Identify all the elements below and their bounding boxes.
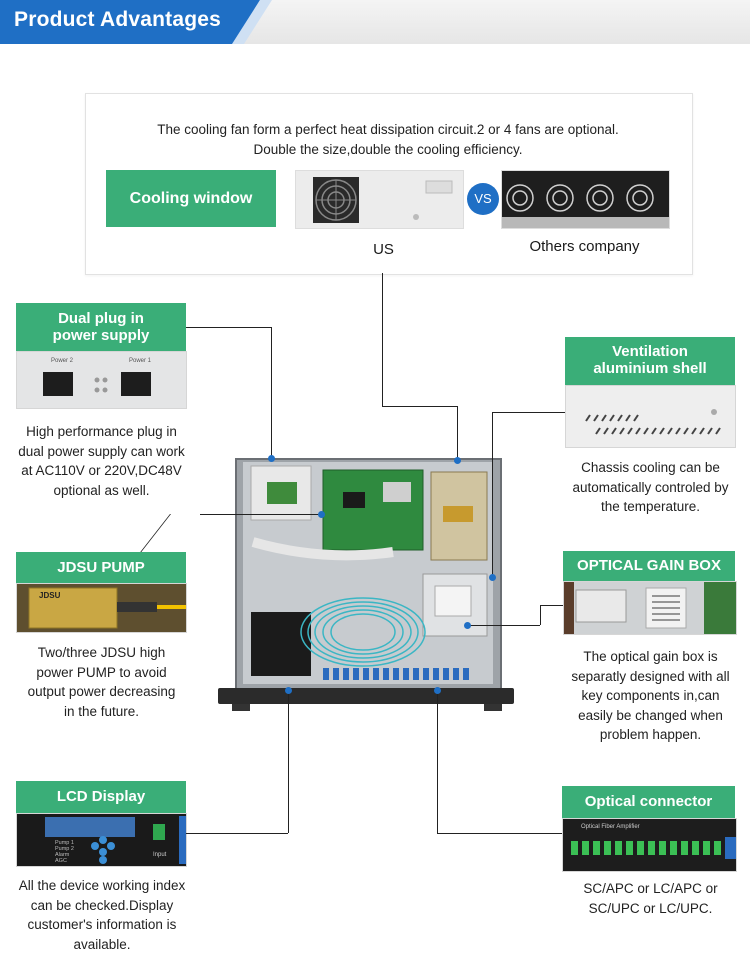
connector-dot [268, 455, 275, 462]
multi-fan-icon [502, 171, 669, 228]
gain-desc-line: key components in,can [558, 686, 743, 706]
dual-plug-title: Dual plug in power supply [16, 303, 186, 351]
connector-line [492, 412, 493, 577]
connector-dot [464, 622, 471, 629]
lcd-display-description: All the device working index can be chec… [2, 876, 202, 954]
dual-plug-description: High performance plug in dual power supp… [4, 422, 199, 500]
connector-line [492, 412, 565, 413]
optical-connector-title: Optical connector [562, 786, 735, 818]
connector-line [140, 514, 171, 552]
ventilation-title: Ventilation aluminium shell [565, 337, 735, 385]
lcd-desc-line: can be checked.Display [2, 896, 202, 916]
page-title: Product Advantages [14, 8, 221, 32]
connector-line [457, 406, 458, 460]
cooling-text-line1: The cooling fan form a perfect heat diss… [85, 122, 691, 137]
gain-desc-line: separatly designed with all [558, 667, 743, 687]
connector-line [540, 605, 563, 606]
jdsu-desc-line: power PUMP to avoid [4, 663, 199, 683]
dual-plug-desc-line: at AC110V or 220V,DC48V [4, 461, 199, 481]
ventilation-title-line2: aluminium shell [565, 360, 735, 377]
optical-connector-photo: Optical Fiber Amplifier [562, 818, 737, 872]
dual-plug-title-line2: power supply [16, 327, 186, 344]
connector-line [200, 514, 320, 515]
internal-components-illustration [243, 462, 493, 684]
device-internals [243, 462, 493, 684]
ventilation-photo [565, 385, 736, 448]
connector-dot [285, 687, 292, 694]
cooling-text-line2: Double the size,double the cooling effic… [85, 142, 691, 157]
connector-line [382, 406, 457, 407]
jdsu-pump-photo: JDSU [16, 583, 187, 633]
lcd-desc-line: available. [2, 935, 202, 954]
connector-line [186, 833, 288, 834]
lcd-display-photo: Pump 1 Pump 2 Alarm AGC Input [16, 813, 187, 867]
front-panel [218, 688, 514, 704]
ventilation-desc-line: the temperature. [558, 497, 743, 517]
device-foot-left [232, 704, 250, 711]
others-fan-image [501, 170, 670, 229]
optical-connector-description: SC/APC or LC/APC or SC/UPC or LC/UPC. [558, 879, 743, 918]
dual-plug-title-line1: Dual plug in [16, 310, 186, 327]
vs-badge: VS [467, 183, 499, 215]
ventilation-description: Chassis cooling can be automatically con… [558, 458, 743, 517]
lcd-desc-line: All the device working index [2, 876, 202, 896]
gain-desc-line: problem happen. [558, 725, 743, 745]
us-caption: US [295, 241, 472, 258]
connector-line [437, 833, 562, 834]
connector-line [470, 625, 540, 626]
gain-box-icon [564, 582, 736, 634]
dual-plug-photo-label2: Power 2 [51, 358, 73, 364]
connector-line [437, 690, 438, 833]
power-socket-icon [17, 352, 186, 408]
optical-gain-description: The optical gain box is separatly design… [558, 647, 743, 745]
lcd-indicator-label: AGC [55, 858, 74, 864]
gain-desc-line: The optical gain box is [558, 647, 743, 667]
lcd-panel-icon [17, 814, 186, 866]
jdsu-desc-line: in the future. [4, 702, 199, 722]
connector-line [540, 605, 541, 625]
gain-desc-line: easily be changed when [558, 706, 743, 726]
device-foot-right [484, 704, 502, 711]
optical-gain-photo [563, 581, 737, 635]
jdsu-pump-description: Two/three JDSU high power PUMP to avoid … [4, 643, 199, 721]
ventilation-title-line1: Ventilation [565, 343, 735, 360]
jdsu-pump-title: JDSU PUMP [16, 552, 186, 583]
connector-line [271, 327, 272, 458]
connector-line [288, 690, 289, 833]
fan-icon [296, 171, 463, 228]
connector-photo-label: Optical Fiber Amplifier [581, 824, 640, 830]
jdsu-desc-line: Two/three JDSU high [4, 643, 199, 663]
us-fan-image [295, 170, 464, 229]
cooling-window-label: Cooling window [106, 170, 276, 227]
connector-dot [489, 574, 496, 581]
jdsu-photo-label: JDSU [39, 591, 60, 600]
lcd-indicator-labels: Pump 1 Pump 2 Alarm AGC [55, 840, 74, 864]
lcd-input-label: Input [153, 852, 166, 858]
dual-plug-photo-label1: Power 1 [129, 358, 151, 364]
lcd-display-title: LCD Display [16, 781, 186, 813]
dual-plug-photo: Power 2 Power 1 [16, 351, 187, 409]
dual-plug-desc-line: dual power supply can work [4, 442, 199, 462]
others-caption: Others company [501, 238, 668, 255]
ventilation-desc-line: Chassis cooling can be [558, 458, 743, 478]
dual-plug-desc-line: High performance plug in [4, 422, 199, 442]
vent-slots-icon [566, 386, 735, 447]
optical-gain-title: OPTICAL GAIN BOX [563, 551, 735, 581]
connector-dot [318, 511, 325, 518]
connector-desc-line: SC/UPC or LC/UPC. [558, 899, 743, 919]
connector-desc-line: SC/APC or LC/APC or [558, 879, 743, 899]
connector-line [186, 327, 271, 328]
connector-dot [434, 687, 441, 694]
connector-dot [454, 457, 461, 464]
lcd-desc-line: customer's information is [2, 915, 202, 935]
jdsu-desc-line: output power decreasing [4, 682, 199, 702]
dual-plug-desc-line: optional as well. [4, 481, 199, 501]
connector-line [382, 273, 383, 406]
ventilation-desc-line: automatically controled by [558, 478, 743, 498]
